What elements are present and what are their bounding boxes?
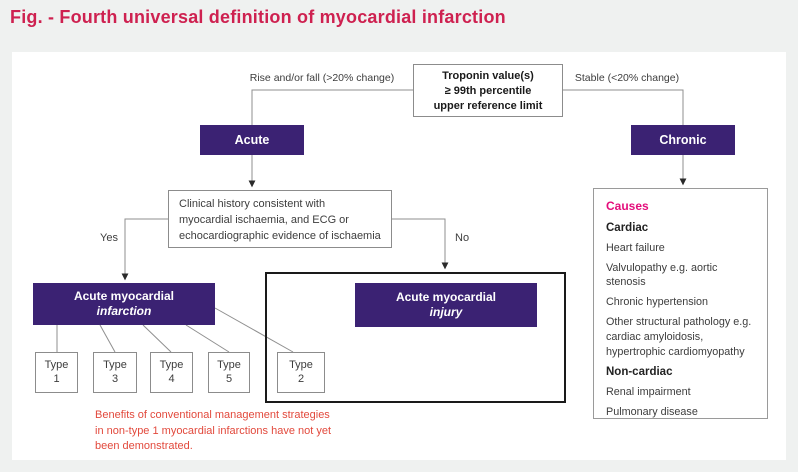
causes-item-valvulopathy: Valvulopathy e.g. aortic stenosis <box>606 262 718 288</box>
figure-title: Fig. - Fourth universal definition of my… <box>10 7 506 27</box>
type-4-number: 4 <box>168 373 175 385</box>
type-5-word: Type <box>217 359 241 371</box>
yes-label: Yes <box>100 232 118 244</box>
type-3-word: Type <box>103 359 127 371</box>
footnote-line2: in non-type 1 myocardial infarctions hav… <box>95 424 332 437</box>
type-5-node: Type 5 <box>208 352 250 393</box>
type-5-number: 5 <box>225 373 233 385</box>
type-2-node: Type 2 <box>277 352 325 393</box>
causes-item-heart-failure: Heart failure <box>606 242 665 254</box>
acute-mi-line2: infarction <box>96 304 152 318</box>
stable-branch-label: Stable (<20% change) <box>574 72 680 84</box>
causes-item-pulmonary-disease: Pulmonary disease <box>606 406 698 418</box>
chronic-node: Chronic <box>631 125 735 155</box>
troponin-node: Troponin value(s) ≥ 99th percentile uppe… <box>413 64 563 117</box>
acute-mi-line1: Acute myocardial <box>73 289 175 303</box>
cardiac-subheading: Cardiac <box>606 222 649 234</box>
troponin-line1: Troponin value(s) <box>442 70 534 82</box>
troponin-line3: upper reference limit <box>433 100 543 112</box>
causes-panel: Causes Cardiac Heart failure Valvulopath… <box>593 188 768 419</box>
no-label: No <box>455 232 470 244</box>
non-cardiac-subheading: Non-cardiac <box>606 366 673 378</box>
acute-injury-node: Acute myocardial injury <box>355 283 537 327</box>
clinical-history-node: Clinical history consistent with myocard… <box>168 190 392 248</box>
type-3-node: Type 3 <box>93 352 137 393</box>
type-1-node: Type 1 <box>35 352 78 393</box>
footnote-line1: Benefits of conventional management stra… <box>95 409 330 421</box>
type-3-number: 3 <box>111 373 119 385</box>
type-4-word: Type <box>159 359 184 371</box>
type-2-word: Type <box>289 359 313 371</box>
footnote: Benefits of conventional management stra… <box>95 408 331 455</box>
type-1-word: Type <box>44 359 69 371</box>
footnote-line3: been demonstrated. <box>95 440 193 452</box>
type-1-number: 1 <box>53 373 60 385</box>
acute-node: Acute <box>200 125 304 155</box>
causes-heading: Causes <box>606 199 649 213</box>
troponin-line2: ≥ 99th percentile <box>444 85 532 97</box>
clinical-line3: echocardiographic evidence of ischaemia <box>179 230 381 242</box>
acute-mi-node: Acute myocardial infarction <box>33 283 215 325</box>
acute-injury-line2: injury <box>429 305 463 319</box>
type-2-number: 2 <box>297 373 305 385</box>
causes-item-chronic-hypertension: Chronic hypertension <box>606 296 709 308</box>
type-4-node: Type 4 <box>150 352 193 393</box>
clinical-line2: myocardial ischaemia, and ECG or <box>179 214 349 226</box>
acute-injury-line1: Acute myocardial <box>395 290 497 304</box>
clinical-line1: Clinical history consistent with <box>179 198 326 210</box>
causes-item-structural-pathology: Other structural pathology e.g. cardiac … <box>606 316 752 358</box>
causes-item-renal-impairment: Renal impairment <box>606 386 691 398</box>
rise-fall-branch-label: Rise and/or fall (>20% change) <box>249 72 395 84</box>
